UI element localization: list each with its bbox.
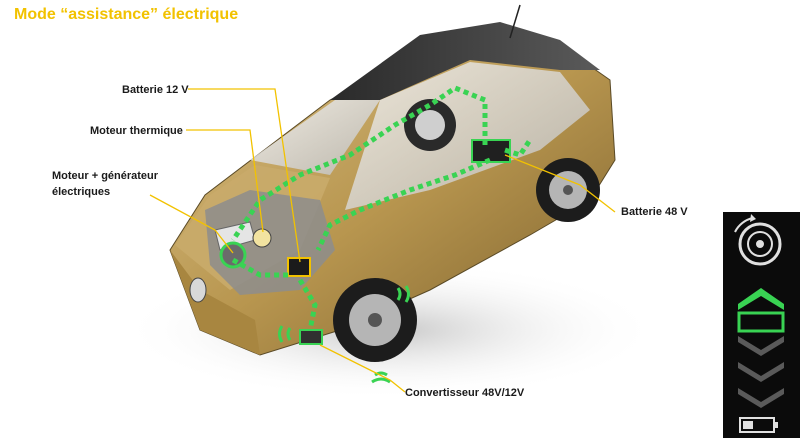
battery-icon [739, 417, 778, 433]
callout-lines [149, 88, 616, 393]
label-thermal-engine: Moteur thermique [90, 125, 183, 137]
thermal-engine-component [252, 228, 272, 248]
battery-12v-component [287, 257, 311, 277]
label-converter: Convertisseur 48V/12V [405, 387, 525, 399]
car-roof [330, 22, 600, 100]
side-glass [345, 62, 590, 210]
front-bumper [170, 250, 260, 355]
label-motor-generator-1: Moteur + générateur [52, 170, 159, 182]
label-battery-48v: Batterie 48 V [621, 206, 688, 218]
label-motor-generator-2: électriques [52, 186, 111, 198]
flow-waves [278, 285, 410, 384]
label-battery-12v: Batterie 12 V [122, 84, 189, 96]
windshield [250, 100, 380, 175]
wheel-icon [734, 214, 782, 266]
page-title: Mode “assistance” électrique [14, 6, 239, 23]
battery-48v-component [471, 139, 511, 163]
chevron-down-icon [738, 336, 784, 408]
rear-wheel-left [404, 99, 456, 151]
converter-component [299, 329, 323, 345]
energy-flow [230, 85, 533, 331]
motor-generator-component [219, 241, 247, 269]
rear-wheel [536, 158, 600, 222]
logo [189, 277, 207, 303]
front-wheel [333, 278, 417, 362]
mode-indicator-panel [723, 212, 800, 438]
chevron-up-icon [737, 288, 785, 333]
